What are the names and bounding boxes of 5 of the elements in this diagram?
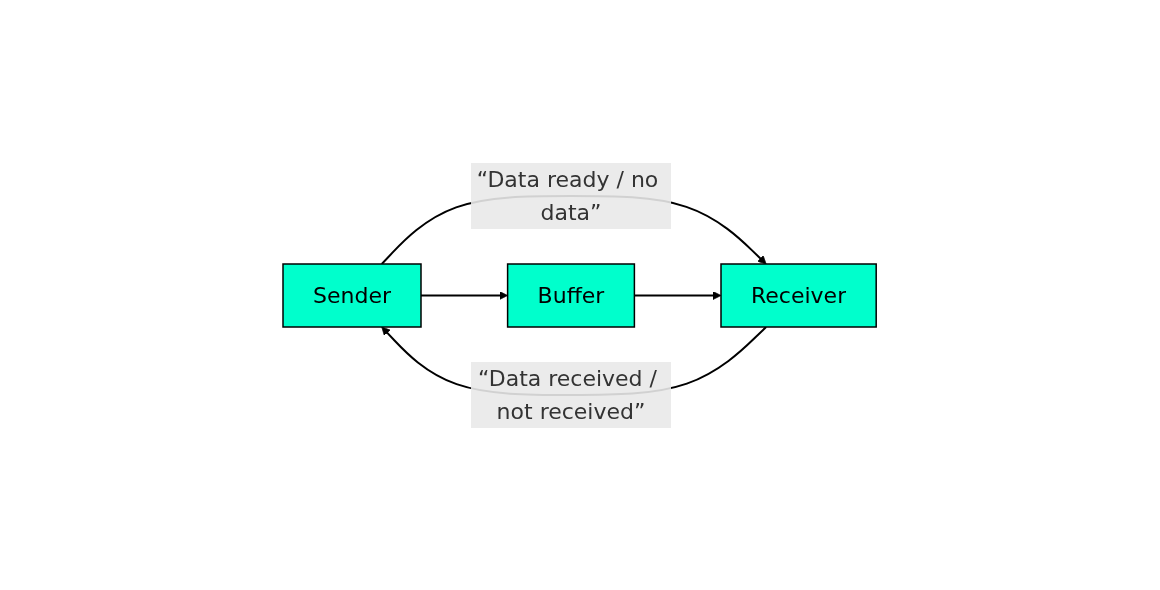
node-box: Sender [282,262,423,328]
edge-label: “Data ready / no data” [477,166,659,225]
node-box: Buffer [507,262,636,328]
edge-label: “Data received / not received” [478,365,658,424]
node-box: Receiver [720,262,878,328]
